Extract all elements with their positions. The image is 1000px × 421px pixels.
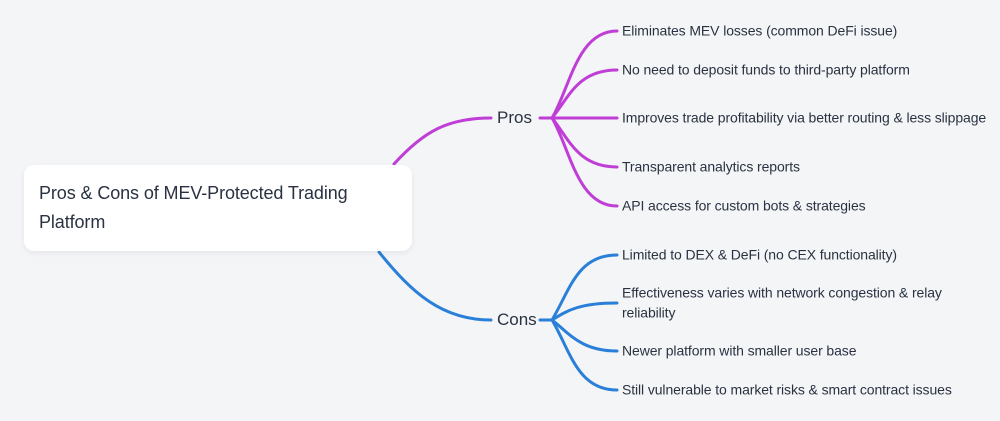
connector-cons-leaf-4: [550, 318, 619, 392]
pros-leaf-4: Transparent analytics reports: [622, 158, 800, 175]
cons-leaf-1: Limited to DEX & DeFi (no CEX functional…: [622, 246, 897, 263]
connector-root-cons: [377, 250, 493, 322]
pros-leaf-5: API access for custom bots & strategies: [622, 197, 866, 214]
cons-leaf-4: Still vulnerable to market risks & smart…: [622, 381, 952, 398]
connector-pros-leaf-1: [550, 29, 619, 120]
connector-root-pros: [392, 116, 493, 166]
pros-leaf-1: Eliminates MEV losses (common DeFi issue…: [622, 22, 898, 39]
connector-cons-leaf-1: [550, 253, 619, 322]
pros-leaf-3: Improves trade profitability via better …: [622, 109, 987, 126]
connector-cons-leaf-3: [550, 318, 619, 353]
branch-label-pros: Pros: [497, 108, 532, 127]
root-node-title: Pros & Cons of MEV-Protected Trading Pla…: [39, 183, 348, 232]
connector-cons-leaf-2: [550, 301, 619, 322]
cons-leaf-3: Newer platform with smaller user base: [622, 342, 857, 359]
connector-pros-leaf-2: [550, 68, 619, 120]
connector-pros-leaf-5: [550, 116, 619, 208]
root-node: Pros & Cons of MEV-Protected Trading Pla…: [24, 165, 412, 251]
pros-leaf-2: No need to deposit funds to third-party …: [622, 61, 910, 78]
cons-leaf-2: Effectiveness varies with network conges…: [622, 284, 942, 321]
branch-label-cons: Cons: [497, 310, 537, 329]
